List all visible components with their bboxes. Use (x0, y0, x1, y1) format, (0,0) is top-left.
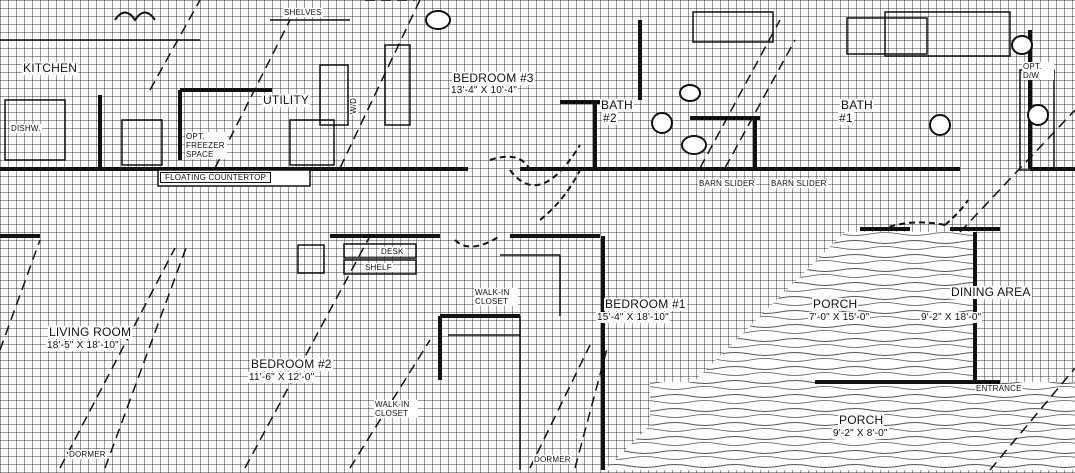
washer-dryer-label: W/D (349, 96, 358, 115)
bedroom3-dims: 13'-4" X 10'-4" (450, 85, 519, 96)
opt-freezer-space-label: OPT. FREEZER SPACE (185, 132, 227, 159)
walk-in-closet-a-label: WALK-IN CLOSET (474, 288, 518, 306)
bath1-label: BATH (840, 98, 874, 112)
living-room-label: LIVING ROOM (48, 325, 133, 339)
shelves-label: SHELVES (283, 8, 323, 17)
dormer-b-label: DORMER (533, 455, 572, 464)
porch1-label: PORCH (812, 297, 859, 311)
utility-label: UTILITY (262, 93, 311, 107)
entrance-label: ENTRANCE (975, 384, 1023, 393)
dormer-a-label: DORMER (68, 450, 107, 459)
walk-in-closet-b-label: WALK-IN CLOSET (374, 400, 418, 418)
dining-dims: 9'-2" X 18'-0" (920, 312, 983, 323)
porch1-dims: 7'-0" X 15'-0" (808, 312, 871, 323)
kitchen-label: KITCHEN (22, 61, 79, 75)
bath2-label: BATH (600, 98, 634, 112)
barn-slider-a-label: BARN SLIDER (698, 179, 756, 188)
shelf-label: SHELF (364, 263, 393, 272)
floating-countertop-label: FLOATING COUNTERTOP (160, 172, 272, 183)
bath2-number: #2 (602, 111, 618, 125)
porch2-dims: 9'-2" X 8'-0" (832, 428, 889, 439)
bedroom1-label: BEDROOM #1 (604, 297, 687, 311)
desk-label: DESK (380, 247, 405, 256)
living-room-dims: 18'-5" X 18'-10" (46, 340, 120, 351)
porch-floor-upper (605, 232, 975, 470)
bedroom2-label: BEDROOM #2 (250, 357, 333, 371)
bedroom2-dims: 11'-6" X 12'-0" (248, 372, 316, 383)
porch2-label: PORCH (838, 413, 885, 427)
opt-dw-label: OPT. D/W (1022, 62, 1054, 80)
bedroom3-label: BEDROOM #3 (452, 71, 535, 85)
barn-slider-b-label: BARN SLIDER (770, 179, 828, 188)
dishwasher-label: DISHW. (10, 124, 42, 133)
bath1-number: #1 (838, 111, 854, 125)
dining-label: DINING AREA (950, 285, 1032, 299)
bedroom1-dims: 15'-4" X 18'-10" (596, 312, 670, 323)
